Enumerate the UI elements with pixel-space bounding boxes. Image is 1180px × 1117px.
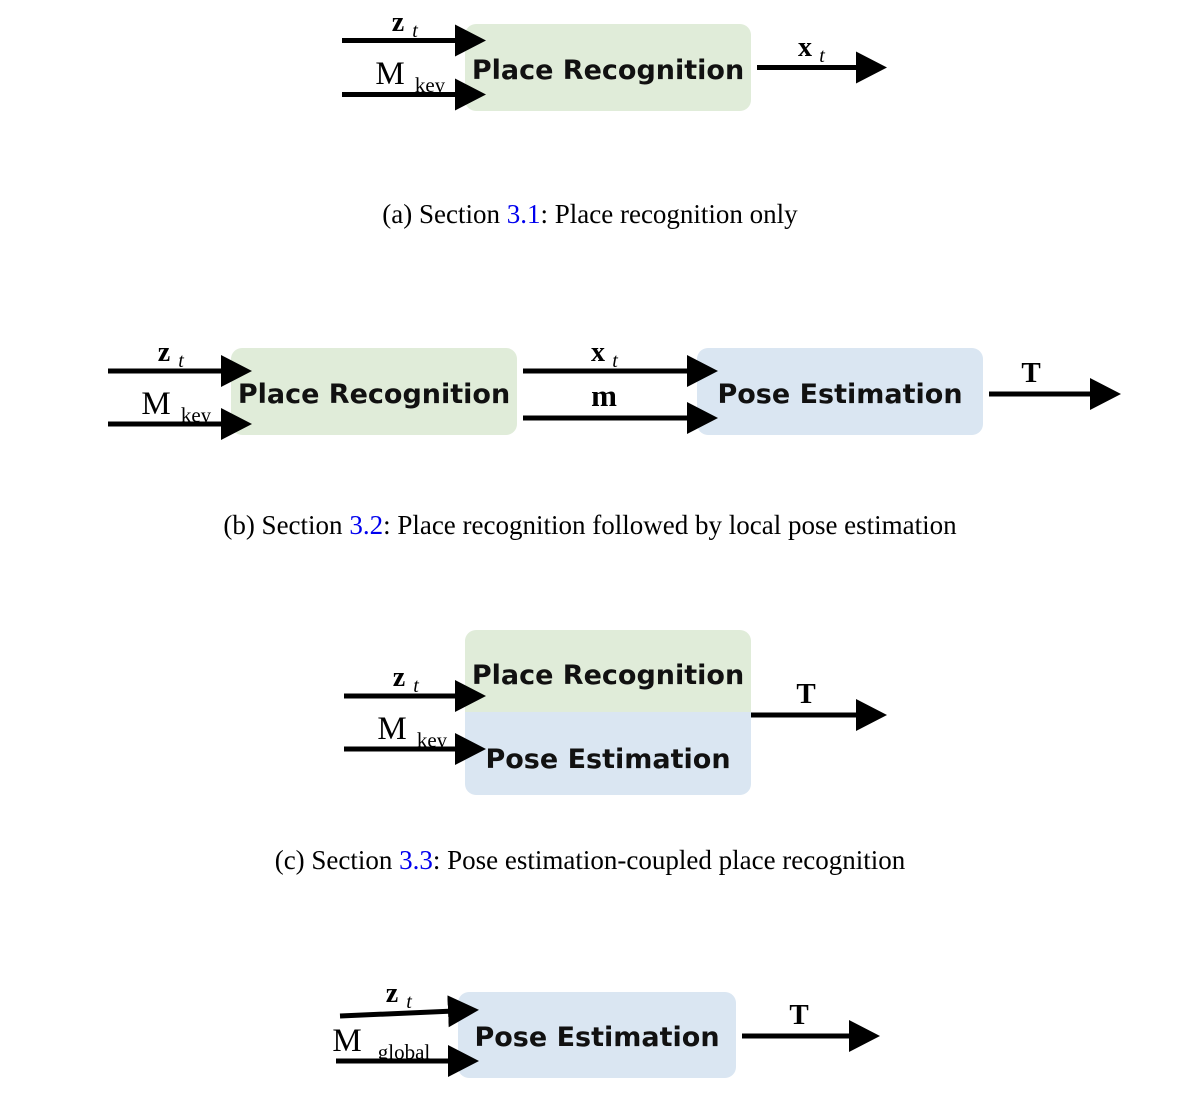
output-label-1-main: x <box>798 32 812 63</box>
input-label-2-sub: key <box>415 73 446 97</box>
panel-c-section-link[interactable]: 3.3 <box>399 845 433 875</box>
panel-a-caption-prefix: (a) Section <box>382 199 507 229</box>
panel-a-caption-suffix: : Place recognition only <box>540 199 798 229</box>
block-place-recognition-label: Place Recognition <box>238 379 510 410</box>
input-label-2-sub: key <box>181 403 212 427</box>
panel-b-diagram: Place Recognition Pose Estimation z t M … <box>0 330 1180 450</box>
block-pose-estimation[interactable] <box>458 992 736 1078</box>
output-label-1-main: T <box>789 999 808 1031</box>
panel-c-caption: (c) Section 3.3: Pose estimation-coupled… <box>0 845 1180 876</box>
panel-c-diagram: Place Recognition Pose Estimation z t M … <box>0 620 1180 810</box>
block-place-recognition[interactable] <box>465 630 751 712</box>
input-label-2-sub: global <box>378 1040 431 1064</box>
block-pose-estimation-label: Pose Estimation <box>717 379 962 410</box>
input-label-1-main: z <box>386 980 398 1009</box>
panel-d-diagram: Pose Estimation z t M global T <box>0 980 1180 1100</box>
input-label-1-sub: t <box>406 991 412 1013</box>
intermediate-label-1-main: x <box>591 337 605 368</box>
block-place-recognition[interactable] <box>465 24 751 111</box>
block-pose-estimation-label: Pose Estimation <box>485 744 730 775</box>
block-place-recognition-label: Place Recognition <box>472 55 744 86</box>
input-arrow-1 <box>339 995 479 1028</box>
panel-c-caption-prefix: (c) Section <box>274 845 400 875</box>
output-label-1-sub: t <box>819 45 825 67</box>
panel-c-caption-suffix: : Pose estimation-coupled place recognit… <box>432 845 906 875</box>
input-label-2-main: M <box>332 1023 361 1059</box>
input-label-1-sub: t <box>413 675 419 697</box>
block-pose-estimation[interactable] <box>465 712 751 795</box>
block-place-recognition[interactable] <box>231 348 517 435</box>
panel-a-caption: (a) Section 3.1: Place recognition only <box>0 199 1180 230</box>
input-label-1-main: z <box>158 337 170 368</box>
panel-a-diagram: Place Recognition z t M key x t <box>0 0 1180 130</box>
block-place-recognition-label: Place Recognition <box>472 660 744 691</box>
intermediate-label-2-main: m <box>591 378 617 413</box>
panel-b-section-link[interactable]: 3.2 <box>349 510 384 540</box>
panel-a-section-link[interactable]: 3.1 <box>506 199 541 229</box>
input-label-1-main: z <box>392 7 404 38</box>
input-label-2-main: M <box>377 711 406 747</box>
block-pose-estimation[interactable] <box>697 348 983 435</box>
panel-b-caption: (b) Section 3.2: Place recognition follo… <box>0 510 1180 541</box>
intermediate-label-1-sub: t <box>612 350 618 372</box>
panel-b-caption-prefix: (b) Section <box>223 510 350 540</box>
panel-b-caption-suffix: : Place recognition followed by local po… <box>383 510 957 540</box>
input-label-1-sub: t <box>412 20 418 42</box>
input-label-2-sub: key <box>417 728 448 752</box>
output-label-1-main: T <box>1021 357 1040 389</box>
input-label-2-main: M <box>375 56 404 92</box>
block-pose-estimation-label: Pose Estimation <box>474 1022 719 1053</box>
input-label-2-main: M <box>141 386 170 422</box>
input-label-1-sub: t <box>178 350 184 372</box>
input-label-1-main: z <box>393 662 405 693</box>
output-label-1-main: T <box>796 678 815 710</box>
